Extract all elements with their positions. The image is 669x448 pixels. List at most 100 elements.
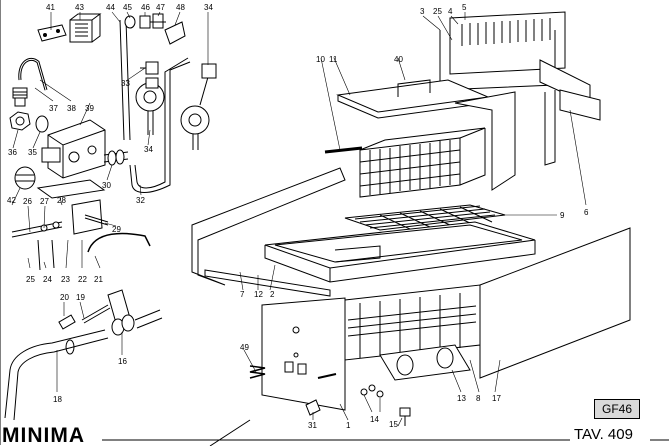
part-31-clip <box>305 399 321 416</box>
label-3-top: 3 <box>420 7 425 16</box>
part-20-sleeve <box>58 314 76 330</box>
part-16-fitting <box>107 289 163 336</box>
part-39-valve-body <box>41 119 106 179</box>
label-26: 26 <box>23 197 32 206</box>
label-8: 8 <box>476 394 481 403</box>
label-30: 30 <box>102 181 111 190</box>
part-15-screw <box>399 407 411 426</box>
part-24-25-wires <box>37 239 55 271</box>
part-28-shield <box>36 179 106 199</box>
part-11-lid <box>336 79 490 119</box>
label-38: 38 <box>67 104 76 113</box>
label-15: 15 <box>389 420 398 429</box>
label-22: 22 <box>78 275 87 284</box>
part-44-pipe <box>119 19 131 141</box>
label-27: 27 <box>40 197 49 206</box>
part-12-strip <box>204 269 331 297</box>
label-25-bottom: 25 <box>26 275 35 284</box>
part-21-cable <box>87 232 151 253</box>
label-13: 13 <box>457 394 466 403</box>
label-25-top: 25 <box>433 7 442 16</box>
label-1: 1 <box>346 421 351 430</box>
part-13-control-panel <box>379 344 471 381</box>
part-1-front-panel <box>261 297 346 411</box>
label-29: 29 <box>112 225 121 234</box>
label-35: 35 <box>28 148 37 157</box>
part-33-fitting <box>140 61 159 75</box>
part-42-knob <box>14 166 36 190</box>
inset-frame <box>0 0 251 446</box>
callout-leaders <box>11 11 587 427</box>
label-44: 44 <box>106 3 115 12</box>
part-29-thermocouple <box>84 214 109 226</box>
part-10-basket <box>324 127 486 198</box>
part-26-27-pilot <box>11 221 63 238</box>
part-34-thermostat-left <box>135 77 165 135</box>
label-2: 2 <box>270 290 275 299</box>
part-41-bracket <box>37 24 67 42</box>
part-22-bracket <box>71 199 103 235</box>
part-17-right-panel <box>479 227 631 379</box>
part-34-thermostat-right <box>180 63 217 150</box>
part-37-fitting <box>12 87 28 107</box>
part-18-gas-pipe <box>4 329 106 419</box>
label-17: 17 <box>492 394 501 403</box>
part-30-connector <box>103 149 129 166</box>
plate-number: TAV. 409 <box>574 426 633 443</box>
label-23: 23 <box>61 275 70 284</box>
part-35-ring <box>35 115 49 133</box>
part-48-bracket <box>164 21 186 45</box>
label-7: 7 <box>240 290 245 299</box>
part-7-left-panel <box>191 167 346 286</box>
label-28: 28 <box>57 196 66 205</box>
label-40: 40 <box>394 55 403 64</box>
label-11: 11 <box>329 55 338 64</box>
label-31: 31 <box>308 421 317 430</box>
part-49-spring <box>249 365 266 379</box>
label-36: 36 <box>8 148 17 157</box>
label-20: 20 <box>60 293 69 302</box>
label-49: 49 <box>240 343 249 352</box>
label-12: 12 <box>254 290 263 299</box>
part-6-rail <box>559 89 601 121</box>
part-45-46-47-fittings <box>124 13 166 29</box>
label-46: 46 <box>141 3 150 12</box>
model-code-box: GF46 <box>594 399 640 419</box>
brand-logo-text: MINIMA <box>2 424 85 447</box>
label-39: 39 <box>85 104 94 113</box>
label-41: 41 <box>46 3 55 12</box>
label-16: 16 <box>118 357 127 366</box>
label-34-top: 34 <box>204 3 213 12</box>
label-18: 18 <box>53 395 62 404</box>
label-48: 48 <box>176 3 185 12</box>
label-14: 14 <box>370 415 379 424</box>
callout-numbers: 41 43 44 45 46 47 48 34 3 25 4 5 37 38 3… <box>7 3 589 430</box>
label-19: 19 <box>76 293 85 302</box>
part-2-well-top <box>264 221 536 283</box>
label-42: 42 <box>7 196 16 205</box>
part-3-4-frame <box>439 30 591 166</box>
part-8-base <box>344 284 481 361</box>
part-40-handle <box>397 79 431 97</box>
part-36-nut <box>9 111 31 131</box>
part-5-back-panel <box>449 11 566 75</box>
part-43-valve-head <box>69 13 102 43</box>
label-33: 33 <box>121 79 130 88</box>
label-37: 37 <box>49 104 58 113</box>
label-34-mid: 34 <box>144 145 153 154</box>
label-5: 5 <box>462 3 467 12</box>
label-43: 43 <box>75 3 84 12</box>
label-32: 32 <box>136 196 145 205</box>
part-19-screw <box>81 304 111 324</box>
label-45: 45 <box>123 3 132 12</box>
label-4: 4 <box>448 7 453 16</box>
label-9: 9 <box>560 211 565 220</box>
label-47: 47 <box>156 3 165 12</box>
part-3-side-wall <box>454 91 516 191</box>
label-6: 6 <box>584 208 589 217</box>
label-10: 10 <box>316 55 325 64</box>
part-32-pipe <box>129 61 191 193</box>
label-21: 21 <box>94 275 103 284</box>
label-24: 24 <box>43 275 52 284</box>
